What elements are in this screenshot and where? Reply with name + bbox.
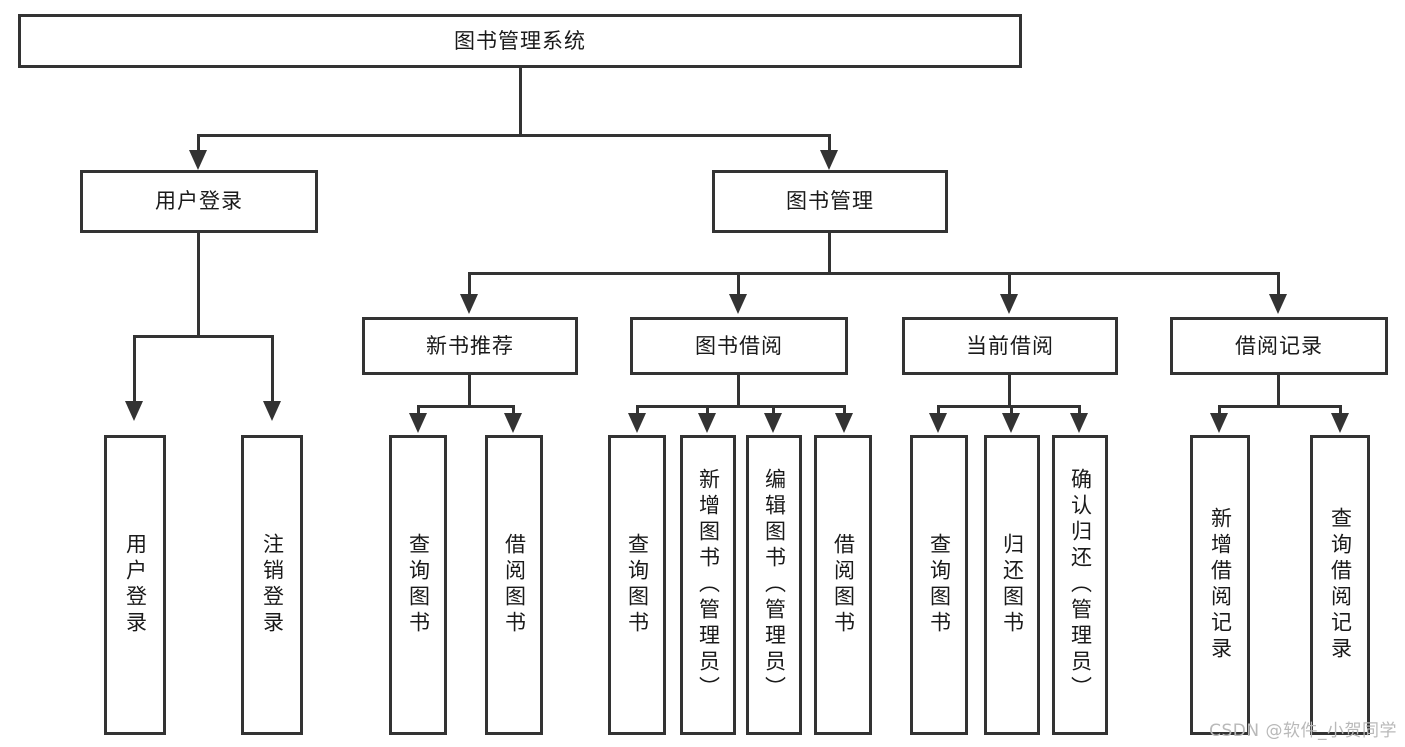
edge-book-mgmt-to-new-book: [468, 272, 471, 296]
node-current-borrow-label: 当前借阅: [966, 333, 1054, 358]
edge-borrow-to-leaf-1: [636, 405, 639, 417]
leaf-user-login[interactable]: 用户登录: [104, 435, 166, 735]
watermark-text: CSDN @软件_小贺同学: [1209, 721, 1397, 741]
leaf-borrow-book-label: 借阅图书: [831, 533, 856, 637]
leaf-add-book-admin[interactable]: 新增图书（管理员）: [680, 435, 736, 735]
arrowhead-record-leaf-1: [1210, 413, 1228, 433]
node-borrow-record[interactable]: 借阅记录: [1170, 317, 1388, 375]
leaf-borrow-book[interactable]: 借阅图书: [814, 435, 872, 735]
edge-current-to-leaf-3: [1078, 405, 1081, 417]
leaf-user-login-label: 用户登录: [123, 533, 148, 637]
arrowhead-user-login-leaf-1: [125, 401, 143, 421]
leaf-add-borrow-record-label: 新增借阅记录: [1208, 507, 1233, 663]
node-book-borrow[interactable]: 图书借阅: [630, 317, 848, 375]
edge-record-stem: [1277, 375, 1280, 405]
leaf-logout[interactable]: 注销登录: [241, 435, 303, 735]
arrowhead-book-mgmt-current: [1000, 294, 1018, 314]
edge-book-mgmt-bus: [468, 272, 1280, 275]
edge-borrow-to-leaf-4: [843, 405, 846, 417]
edge-current-to-leaf-1: [937, 405, 940, 417]
leaf-query-borrow-record[interactable]: 查询借阅记录: [1310, 435, 1370, 735]
edge-book-mgmt-stem: [828, 233, 831, 272]
node-borrow-record-label: 借阅记录: [1235, 333, 1323, 358]
node-user-login-label: 用户登录: [155, 189, 243, 214]
arrowhead-borrow-leaf-2: [698, 413, 716, 433]
leaf-logout-label: 注销登录: [260, 533, 285, 637]
edge-book-mgmt-to-record: [1277, 272, 1280, 296]
edge-user-login-stem: [197, 233, 200, 335]
arrowhead-current-leaf-3: [1070, 413, 1088, 433]
arrowhead-borrow-leaf-3: [764, 413, 782, 433]
leaf-query-book-new-label: 查询图书: [406, 533, 431, 637]
arrowhead-book-mgmt-new-book: [460, 294, 478, 314]
edge-user-login-to-leaf-1: [133, 335, 136, 403]
node-current-borrow[interactable]: 当前借阅: [902, 317, 1118, 375]
edge-new-book-to-leaf-1: [417, 405, 420, 417]
edge-new-book-bus: [417, 405, 515, 408]
node-new-book-recommend[interactable]: 新书推荐: [362, 317, 578, 375]
arrowhead-book-mgmt-record: [1269, 294, 1287, 314]
leaf-confirm-return-admin-label: 确认归还（管理员）: [1068, 468, 1093, 702]
edge-new-book-to-leaf-2: [512, 405, 515, 417]
edge-borrow-to-leaf-2: [706, 405, 709, 417]
node-user-login[interactable]: 用户登录: [80, 170, 318, 233]
node-book-management[interactable]: 图书管理: [712, 170, 948, 233]
edge-new-book-stem: [468, 375, 471, 405]
node-new-book-recommend-label: 新书推荐: [426, 333, 514, 358]
arrowhead-book-mgmt-borrow: [729, 294, 747, 314]
leaf-add-borrow-record[interactable]: 新增借阅记录: [1190, 435, 1250, 735]
edge-current-bus: [937, 405, 1081, 408]
leaf-query-borrow-record-label: 查询借阅记录: [1328, 507, 1353, 663]
leaf-borrow-book-new[interactable]: 借阅图书: [485, 435, 543, 735]
edge-borrow-stem: [737, 375, 740, 405]
edge-borrow-to-leaf-3: [772, 405, 775, 417]
arrowhead-new-book-leaf-2: [504, 413, 522, 433]
arrowhead-current-leaf-1: [929, 413, 947, 433]
arrowhead-root-to-user-login: [189, 150, 207, 170]
edge-current-to-leaf-2: [1010, 405, 1013, 417]
edge-user-login-bus: [133, 335, 274, 338]
edge-record-bus: [1218, 405, 1342, 408]
leaf-confirm-return-admin[interactable]: 确认归还（管理员）: [1052, 435, 1108, 735]
node-root[interactable]: 图书管理系统: [18, 14, 1022, 68]
node-book-management-label: 图书管理: [786, 189, 874, 214]
leaf-borrow-book-new-label: 借阅图书: [502, 533, 527, 637]
leaf-query-book-new[interactable]: 查询图书: [389, 435, 447, 735]
leaf-edit-book-admin[interactable]: 编辑图书（管理员）: [746, 435, 802, 735]
leaf-edit-book-admin-label: 编辑图书（管理员）: [762, 468, 787, 702]
edge-root-stem: [519, 68, 522, 134]
edge-root-to-user-login: [197, 134, 200, 152]
edge-book-mgmt-to-current: [1008, 272, 1011, 296]
edge-book-mgmt-to-borrow: [737, 272, 740, 296]
leaf-return-book-label: 归还图书: [1000, 533, 1025, 637]
arrowhead-borrow-leaf-1: [628, 413, 646, 433]
arrowhead-record-leaf-2: [1331, 413, 1349, 433]
arrowhead-new-book-leaf-1: [409, 413, 427, 433]
node-root-label: 图书管理系统: [454, 28, 586, 53]
arrowhead-current-leaf-2: [1002, 413, 1020, 433]
edge-root-bus: [197, 134, 831, 137]
edge-root-to-book-mgmt: [828, 134, 831, 152]
leaf-query-book-borrow[interactable]: 查询图书: [608, 435, 666, 735]
node-book-borrow-label: 图书借阅: [695, 333, 783, 358]
edge-record-to-leaf-1: [1218, 405, 1221, 417]
leaf-add-book-admin-label: 新增图书（管理员）: [696, 468, 721, 702]
leaf-return-book[interactable]: 归还图书: [984, 435, 1040, 735]
leaf-query-book-current[interactable]: 查询图书: [910, 435, 968, 735]
edge-user-login-to-leaf-2: [271, 335, 274, 403]
leaf-query-book-current-label: 查询图书: [927, 533, 952, 637]
edge-borrow-bus: [636, 405, 846, 408]
arrowhead-borrow-leaf-4: [835, 413, 853, 433]
edge-record-to-leaf-2: [1339, 405, 1342, 417]
edge-current-stem: [1008, 375, 1011, 405]
arrowhead-user-login-leaf-2: [263, 401, 281, 421]
leaf-query-book-borrow-label: 查询图书: [625, 533, 650, 637]
arrowhead-root-to-book-mgmt: [820, 150, 838, 170]
